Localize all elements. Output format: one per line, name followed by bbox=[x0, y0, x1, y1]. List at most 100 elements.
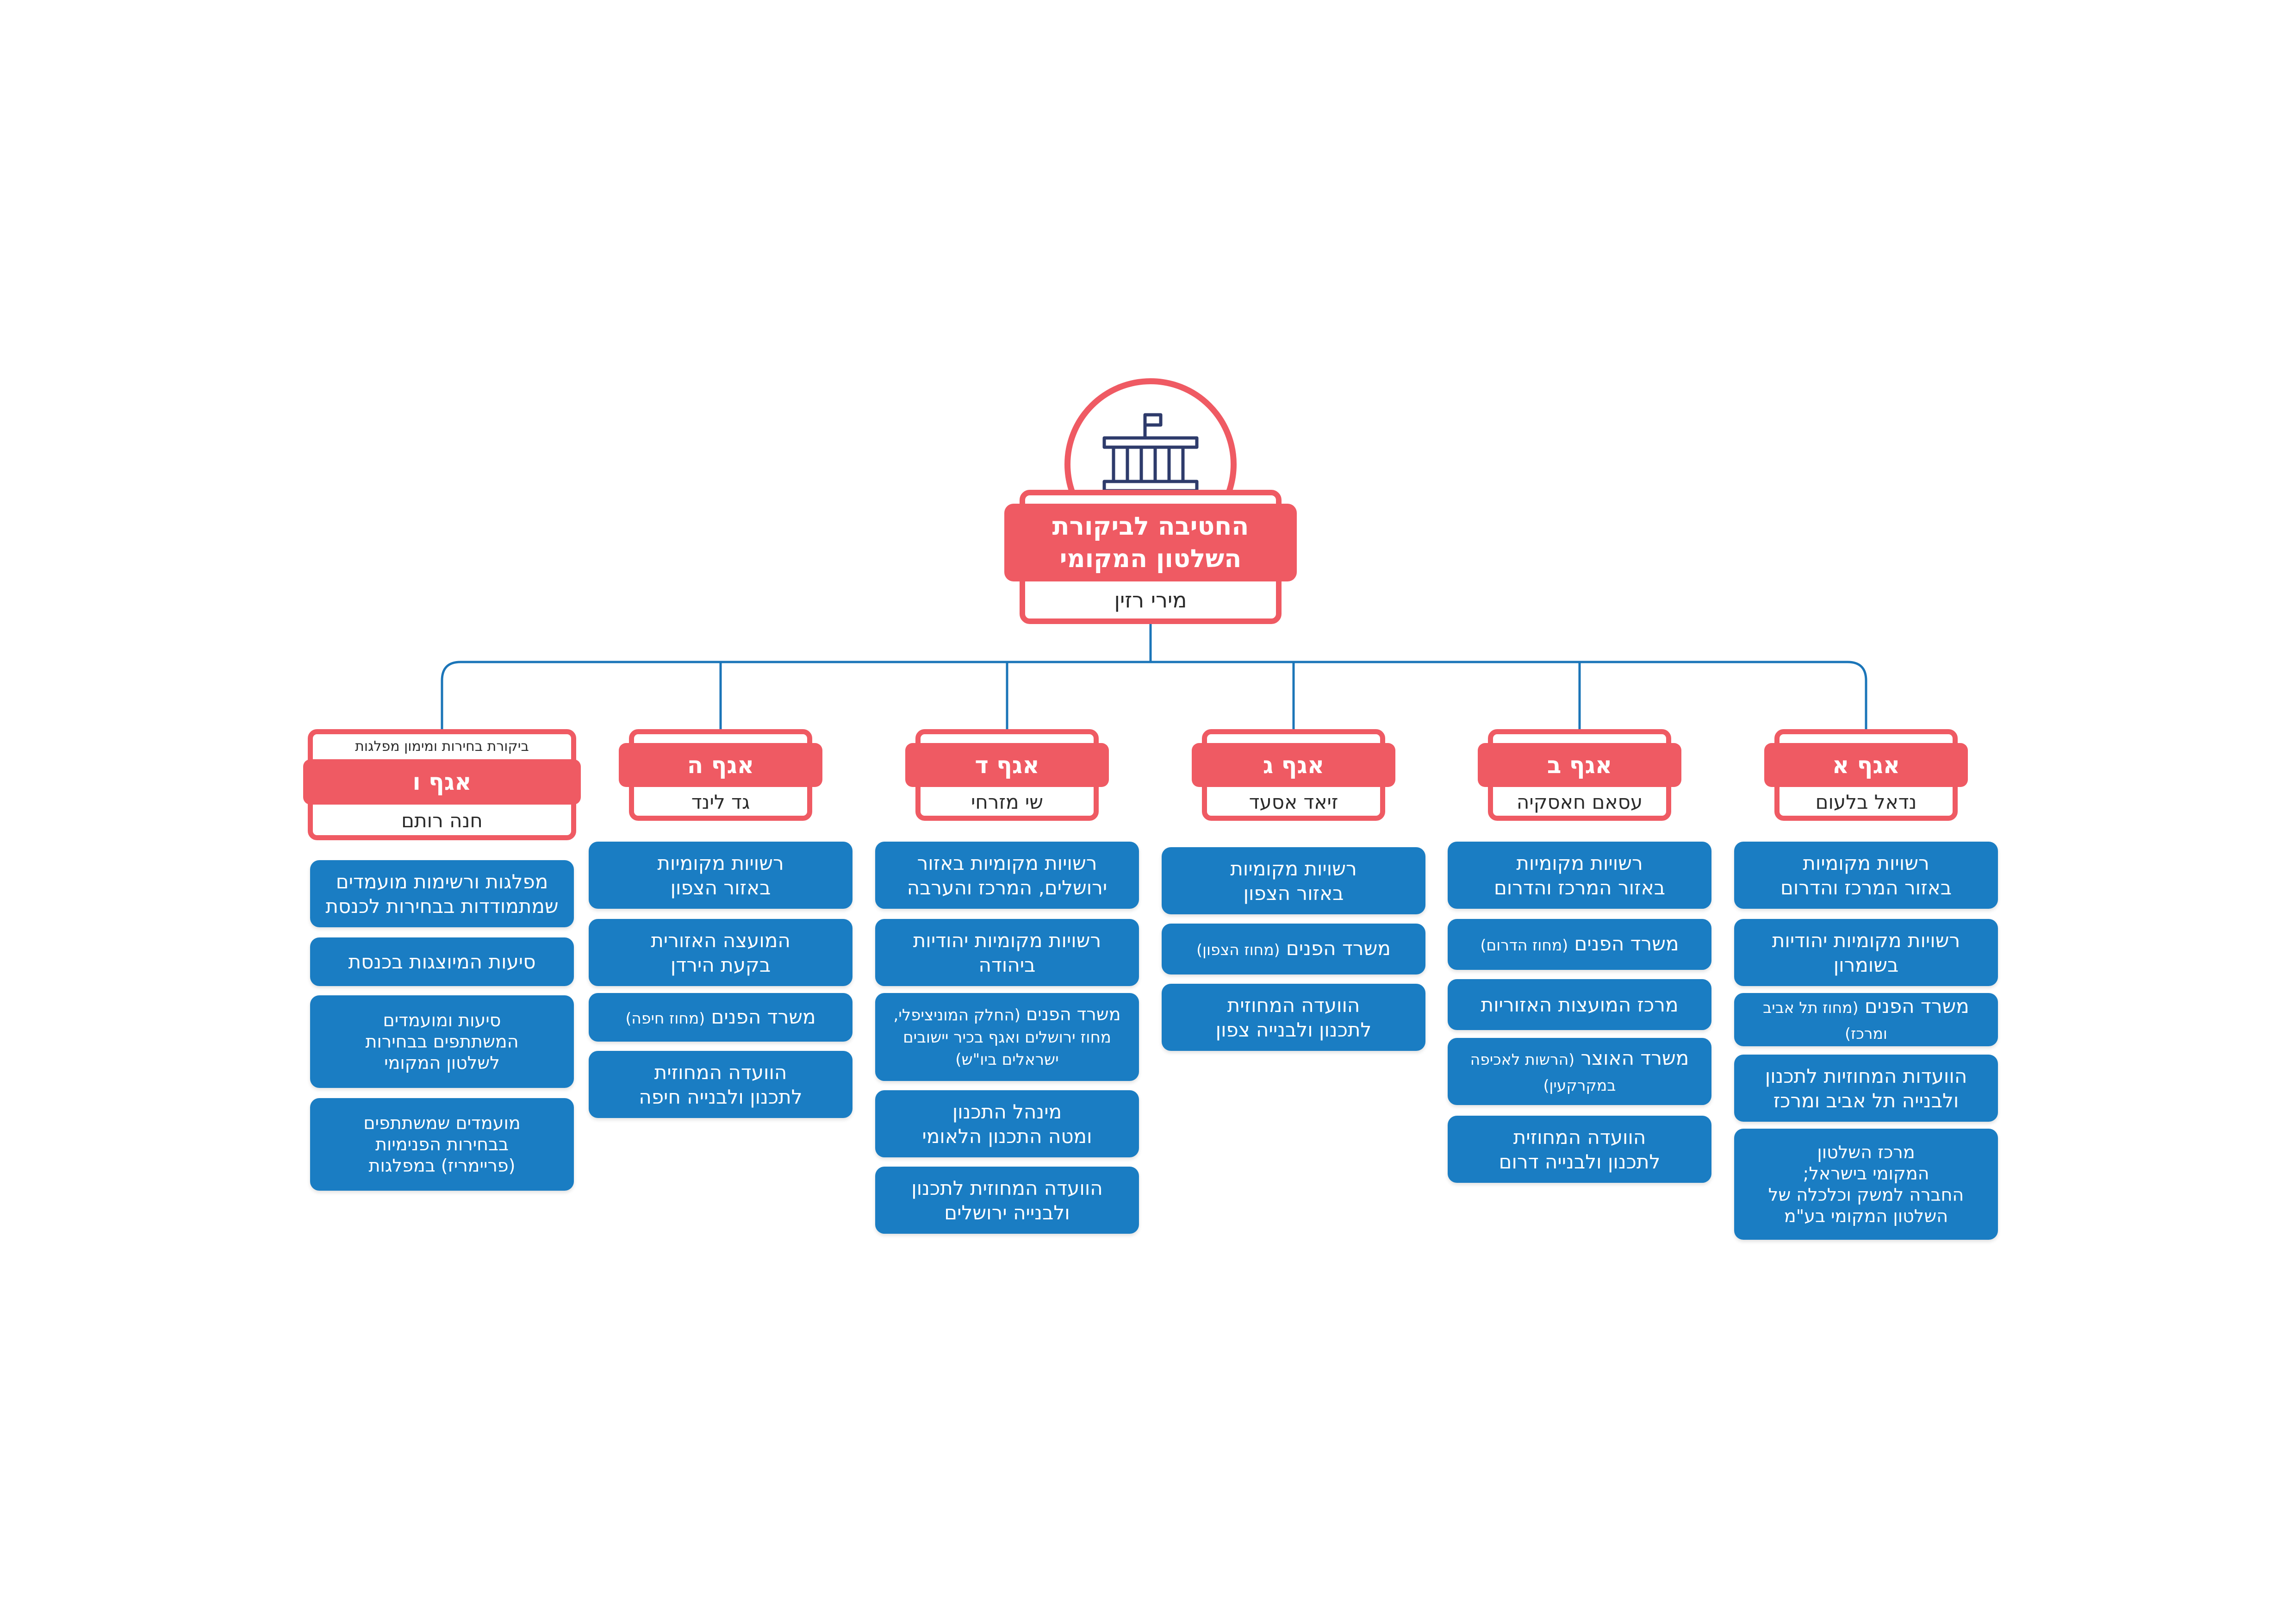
responsibility-item: רשויות מקומיות באזור המרכז והדרום bbox=[1734, 842, 1998, 909]
department-label: אגף א bbox=[1764, 743, 1968, 787]
responsibility-item-text: משרד הפנים (מחוז חיפה) bbox=[625, 1005, 815, 1031]
department-label: אגף ו bbox=[303, 759, 581, 805]
responsibility-item-main: משרד הפנים bbox=[1574, 932, 1679, 955]
responsibility-item: סיעות ומועמדים המשתתפים בבחירות לשלטון ה… bbox=[310, 995, 574, 1088]
responsibility-item-text: משרד הפנים (מחוז הדרום) bbox=[1480, 931, 1679, 957]
responsibility-item: הוועדה המחוזית לתכנון ולבנייה חיפה bbox=[589, 1051, 852, 1118]
department-head-name: נדאל בלעום bbox=[1815, 790, 1917, 813]
responsibility-item: משרד הפנים (מחוז תל אביב ומרכז) bbox=[1734, 993, 1998, 1046]
responsibility-item-main: מרכז המועצות האזוריות bbox=[1481, 993, 1679, 1016]
responsibility-item: מועמדים שמשתתפים בבחירות הפנימיות (פריימ… bbox=[310, 1098, 574, 1191]
responsibility-item-text: הוועדה המחוזית לתכנון ולבנייה דרום bbox=[1499, 1125, 1661, 1174]
responsibility-item-main: רשויות מקומיות יהודיות בשומרון bbox=[1772, 929, 1960, 976]
responsibility-item-main: משרד הפנים bbox=[1286, 937, 1391, 960]
division-title: החטיבה לביקורת השלטון המקומי bbox=[1004, 504, 1297, 581]
division-title-line2: השלטון המקומי bbox=[1059, 544, 1242, 573]
building-icon bbox=[1102, 413, 1199, 493]
responsibility-item-text: סיעות המיוצגות בכנסת bbox=[348, 949, 536, 974]
responsibility-item-main: משרד הפנים bbox=[1864, 994, 1969, 1018]
responsibility-item: מרכז השלטון המקומי בישראל; החברה למשק וכ… bbox=[1734, 1129, 1998, 1240]
responsibility-item-note: (מחוז הצפון) bbox=[1196, 941, 1280, 959]
responsibility-item-text: מרכז השלטון המקומי בישראל; החברה למשק וכ… bbox=[1768, 1142, 1964, 1227]
responsibility-item-text: מועמדים שמשתתפים בבחירות הפנימיות (פריימ… bbox=[363, 1112, 520, 1176]
department-head-name: גד לינד bbox=[691, 790, 750, 813]
responsibility-item: הוועדות המחוזיות לתכנון ולבנייה תל אביב … bbox=[1734, 1055, 1998, 1122]
responsibility-item-text: רשויות מקומיות באזור הצפון bbox=[1230, 856, 1356, 906]
responsibility-item-text: רשויות מקומיות יהודיות בשומרון bbox=[1772, 928, 1960, 977]
responsibility-item-text: רשויות מקומיות באזור הצפון bbox=[657, 851, 784, 900]
responsibility-item-main: משרד האוצר bbox=[1580, 1046, 1689, 1069]
connector-horizontal bbox=[441, 661, 1867, 752]
responsibility-item-main: מפלגות ורשימות מועמדים שמתמודדות בבחירות… bbox=[325, 870, 559, 918]
responsibility-item: רשויות מקומיות באזור הצפון bbox=[1162, 847, 1425, 914]
department-head-name: חנה רותם bbox=[401, 809, 483, 832]
responsibility-item: הוועדה המחוזית לתכנון ולבנייה צפון bbox=[1162, 984, 1425, 1051]
responsibility-item-text: משרד הפנים (מחוז הצפון) bbox=[1196, 936, 1391, 962]
responsibility-item-note: (הרשות לאכיפה במקרקעין) bbox=[1470, 1050, 1616, 1094]
responsibility-item-main: רשויות מקומיות יהודיות ביהודה bbox=[913, 929, 1101, 976]
division-title-line1: החטיבה לביקורת bbox=[1052, 512, 1249, 541]
responsibility-item-text: הוועדה המחוזית לתכנון ולבנייה חיפה bbox=[639, 1060, 802, 1109]
department-head-name: עסאם חאסקיה bbox=[1516, 790, 1643, 813]
responsibility-item-text: משרד הפנים (החלק המוניציפלי, מחוז ירושלי… bbox=[885, 1004, 1129, 1070]
responsibility-item-text: מינהל התכנון ומטה התכנון הלאומי bbox=[922, 1099, 1092, 1149]
responsibility-item-main: הוועדה המחוזית לתכנון ולבנייה צפון bbox=[1215, 993, 1372, 1041]
responsibility-item-text: הוועדה המחוזית לתכנון ולבנייה צפון bbox=[1216, 993, 1372, 1042]
responsibility-item-main: רשויות מקומיות באזור המרכז והדרום bbox=[1494, 851, 1666, 899]
responsibility-item-main: רשויות מקומיות באזור המרכז והדרום bbox=[1780, 851, 1952, 899]
responsibility-item-text: משרד הפנים (מחוז תל אביב ומרכז) bbox=[1744, 994, 1988, 1046]
responsibility-item: סיעות המיוצגות בכנסת bbox=[310, 937, 574, 986]
responsibility-item: משרד הפנים (מחוז חיפה) bbox=[589, 993, 852, 1042]
responsibility-item-text: הוועדות המחוזיות לתכנון ולבנייה תל אביב … bbox=[1765, 1064, 1967, 1113]
responsibility-item-main: מרכז השלטון המקומי בישראל; החברה למשק וכ… bbox=[1768, 1142, 1964, 1226]
responsibility-item-text: מפלגות ורשימות מועמדים שמתמודדות בבחירות… bbox=[325, 869, 558, 918]
responsibility-item-main: סיעות ומועמדים המשתתפים בבחירות לשלטון ה… bbox=[365, 1010, 519, 1073]
responsibility-item: רשויות מקומיות באזור המרכז והדרום bbox=[1448, 842, 1711, 909]
responsibility-item: משרד האוצר (הרשות לאכיפה במקרקעין) bbox=[1448, 1038, 1711, 1105]
responsibility-item: הוועדה המחוזית לתכנון ולבנייה ירושלים bbox=[875, 1167, 1139, 1234]
responsibility-item-main: הוועדות המחוזיות לתכנון ולבנייה תל אביב … bbox=[1765, 1064, 1967, 1112]
responsibility-item-note: (מחוז חיפה) bbox=[625, 1009, 705, 1027]
department-label: אגף ב bbox=[1478, 743, 1681, 787]
responsibility-item: רשויות מקומיות יהודיות בשומרון bbox=[1734, 919, 1998, 986]
responsibility-item: משרד הפנים (החלק המוניציפלי, מחוז ירושלי… bbox=[875, 993, 1139, 1081]
responsibility-item: רשויות מקומיות יהודיות ביהודה bbox=[875, 919, 1139, 986]
responsibility-item-text: רשויות מקומיות באזור ירושלים, המרכז והער… bbox=[907, 851, 1108, 900]
responsibility-item-note: (מחוז הדרום) bbox=[1480, 936, 1568, 954]
responsibility-item-main: רשויות מקומיות באזור הצפון bbox=[1230, 857, 1357, 905]
responsibility-item: המועצה האזורית בקעת הירדן bbox=[589, 919, 852, 986]
department-label: אגף ה bbox=[619, 743, 822, 787]
responsibility-item-note: (החלק המוניציפלי, מחוז ירושלים ואגף בכיר… bbox=[893, 1006, 1111, 1069]
responsibility-item-text: הוועדה המחוזית לתכנון ולבנייה ירושלים bbox=[911, 1176, 1102, 1225]
responsibility-item-main: מועמדים שמשתתפים בבחירות הפנימיות (פריימ… bbox=[363, 1113, 521, 1176]
responsibility-item: הוועדה המחוזית לתכנון ולבנייה דרום bbox=[1448, 1116, 1711, 1183]
department-label: אגף ג bbox=[1192, 743, 1395, 787]
responsibility-item-text: רשויות מקומיות יהודיות ביהודה bbox=[913, 928, 1101, 977]
responsibility-item-text: משרד האוצר (הרשות לאכיפה במקרקעין) bbox=[1458, 1046, 1701, 1098]
responsibility-item: רשויות מקומיות באזור ירושלים, המרכז והער… bbox=[875, 842, 1139, 909]
responsibility-item-main: הוועדה המחוזית לתכנון ולבנייה ירושלים bbox=[911, 1176, 1103, 1224]
division-head-name: מירי רזין bbox=[1114, 587, 1187, 612]
responsibility-item-main: הוועדה המחוזית לתכנון ולבנייה חיפה bbox=[639, 1061, 803, 1108]
responsibility-item-text: סיעות ומועמדים המשתתפים בבחירות לשלטון ה… bbox=[365, 1010, 518, 1074]
responsibility-item: משרד הפנים (מחוז הדרום) bbox=[1448, 919, 1711, 970]
responsibility-item-main: משרד הפנים bbox=[711, 1005, 816, 1028]
responsibility-item-main: רשויות מקומיות באזור הצפון bbox=[657, 851, 784, 899]
responsibility-item-main: מינהל התכנון ומטה התכנון הלאומי bbox=[922, 1100, 1092, 1148]
department-head-name: זיאד אסעד bbox=[1249, 790, 1338, 813]
department-subtitle: ביקורת בחירות ומימון מפלגות bbox=[355, 738, 529, 755]
responsibility-item-note: (מחוז תל אביב ומרכז) bbox=[1763, 998, 1887, 1043]
responsibility-item-main: משרד הפנים bbox=[1026, 1004, 1121, 1024]
responsibility-item-text: המועצה האזורית בקעת הירדן bbox=[651, 928, 790, 977]
responsibility-item-main: המועצה האזורית בקעת הירדן bbox=[651, 929, 790, 976]
responsibility-item-text: מרכז המועצות האזוריות bbox=[1481, 993, 1679, 1017]
department-label: אגף ד bbox=[905, 743, 1109, 787]
responsibility-item-text: רשויות מקומיות באזור המרכז והדרום bbox=[1780, 851, 1952, 900]
responsibility-item: משרד הפנים (מחוז הצפון) bbox=[1162, 924, 1425, 974]
responsibility-item-main: הוועדה המחוזית לתכנון ולבנייה דרום bbox=[1499, 1125, 1661, 1173]
responsibility-item: רשויות מקומיות באזור הצפון bbox=[589, 842, 852, 909]
responsibility-item: מינהל התכנון ומטה התכנון הלאומי bbox=[875, 1090, 1139, 1157]
responsibility-item-text: רשויות מקומיות באזור המרכז והדרום bbox=[1494, 851, 1665, 900]
responsibility-item: מפלגות ורשימות מועמדים שמתמודדות בבחירות… bbox=[310, 860, 574, 927]
